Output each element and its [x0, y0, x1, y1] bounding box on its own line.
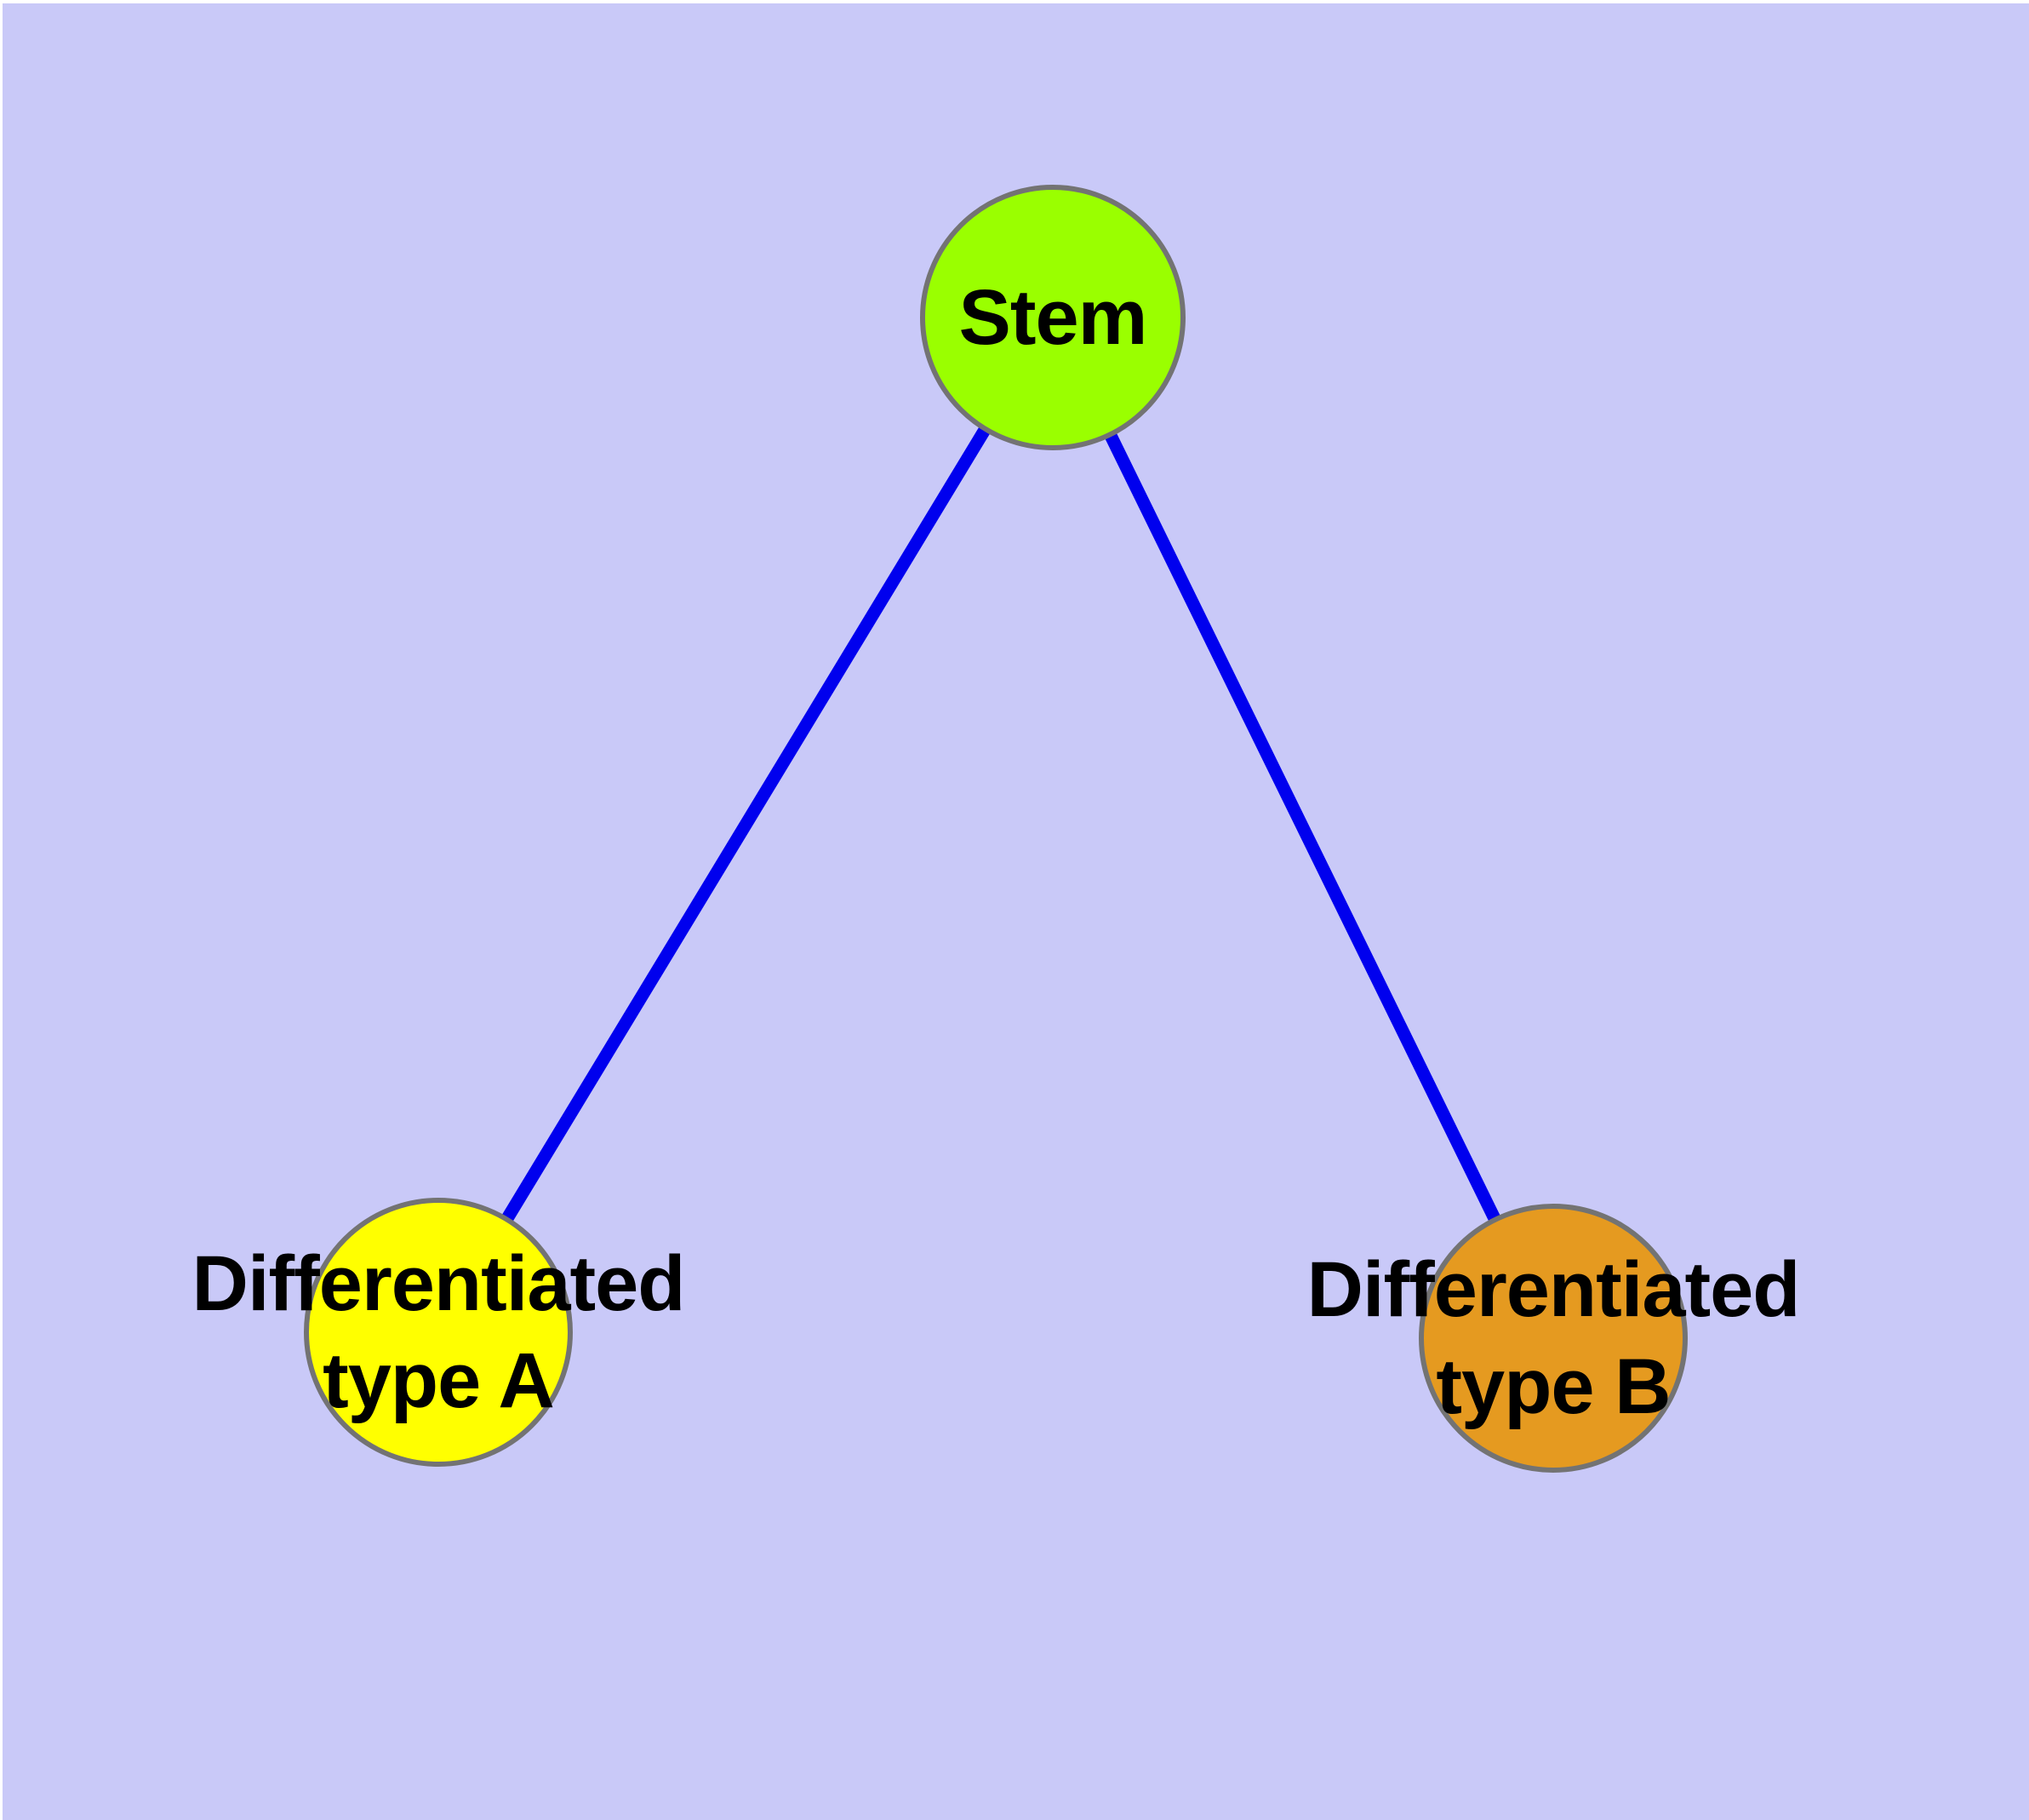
node-type-b-label-line2: type B [1436, 1343, 1671, 1430]
node-differentiated-type-b: Differentiated type B [1307, 1204, 1800, 1473]
node-type-a-label-line1: Differentiated [191, 1240, 686, 1327]
node-stem: Stem [920, 185, 1186, 450]
edges-layer [500, 423, 1502, 1225]
diagram-canvas: Stem Differentiated type A Differentiate… [3, 3, 2029, 1820]
node-type-a-label-line2: type A [323, 1337, 555, 1424]
edge-stem-to-type-a [500, 423, 992, 1225]
edge-stem-to-type-b [1103, 429, 1502, 1225]
node-stem-label: Stem [958, 274, 1148, 361]
node-type-b-label-line1: Differentiated [1306, 1246, 1801, 1333]
node-differentiated-type-a: Differentiated type A [192, 1198, 685, 1467]
